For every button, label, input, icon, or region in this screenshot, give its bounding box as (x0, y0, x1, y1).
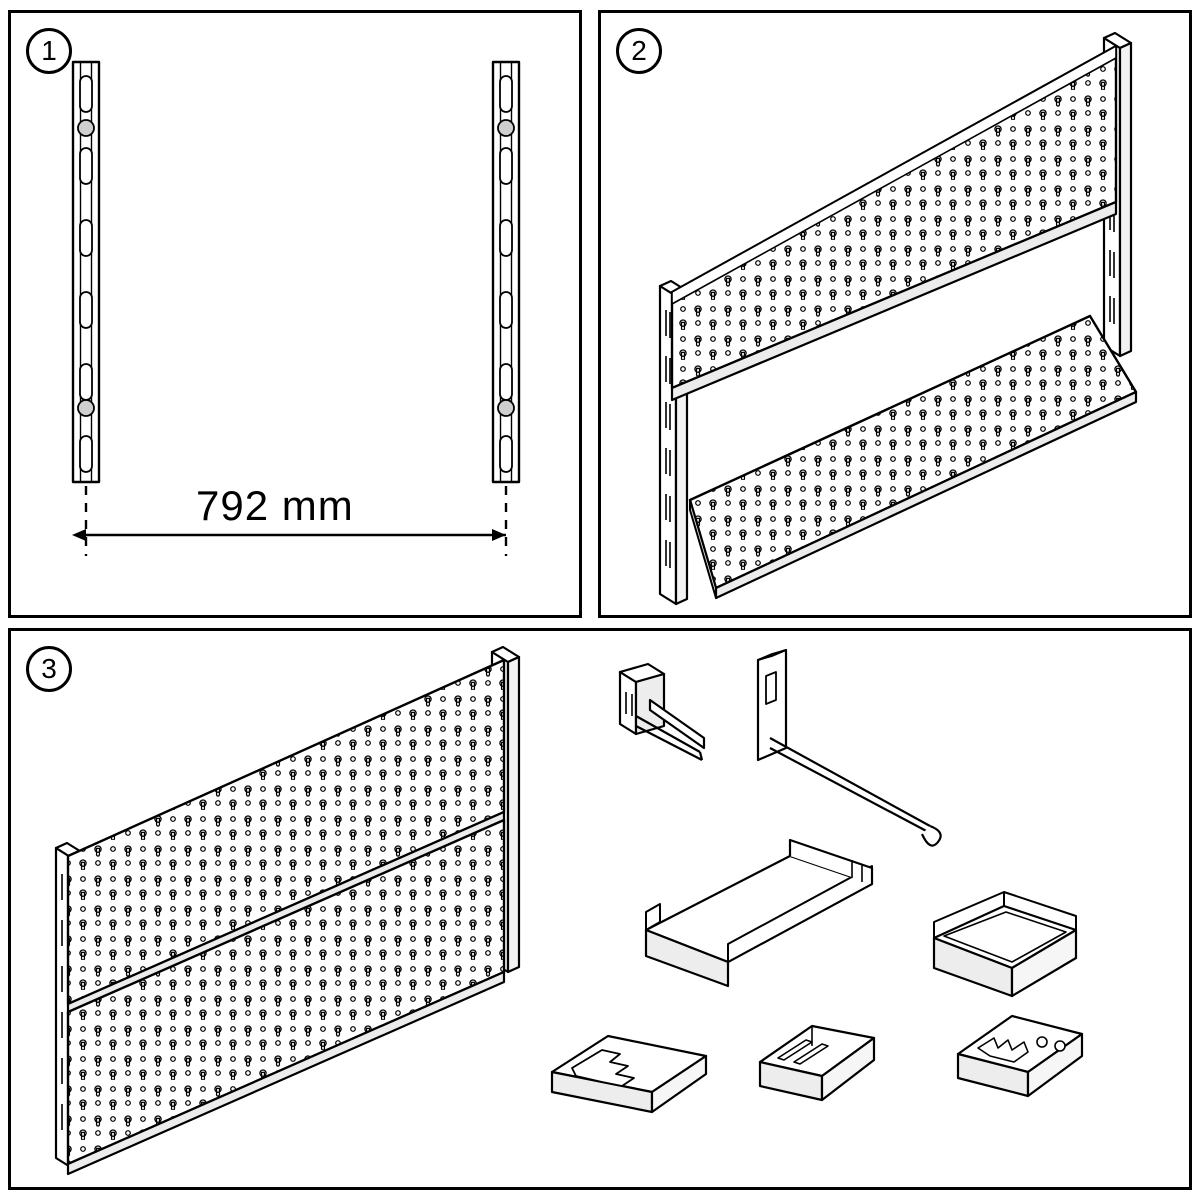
step-3-panel (8, 628, 1192, 1190)
dimension-label-792mm: 792 mm (196, 482, 354, 529)
step-2-badge: 2 (616, 28, 662, 74)
step-2-panel (598, 10, 1192, 618)
step-1-badge: 1 (26, 28, 72, 74)
step-1-panel (8, 10, 582, 618)
step-3-badge: 3 (26, 646, 72, 692)
